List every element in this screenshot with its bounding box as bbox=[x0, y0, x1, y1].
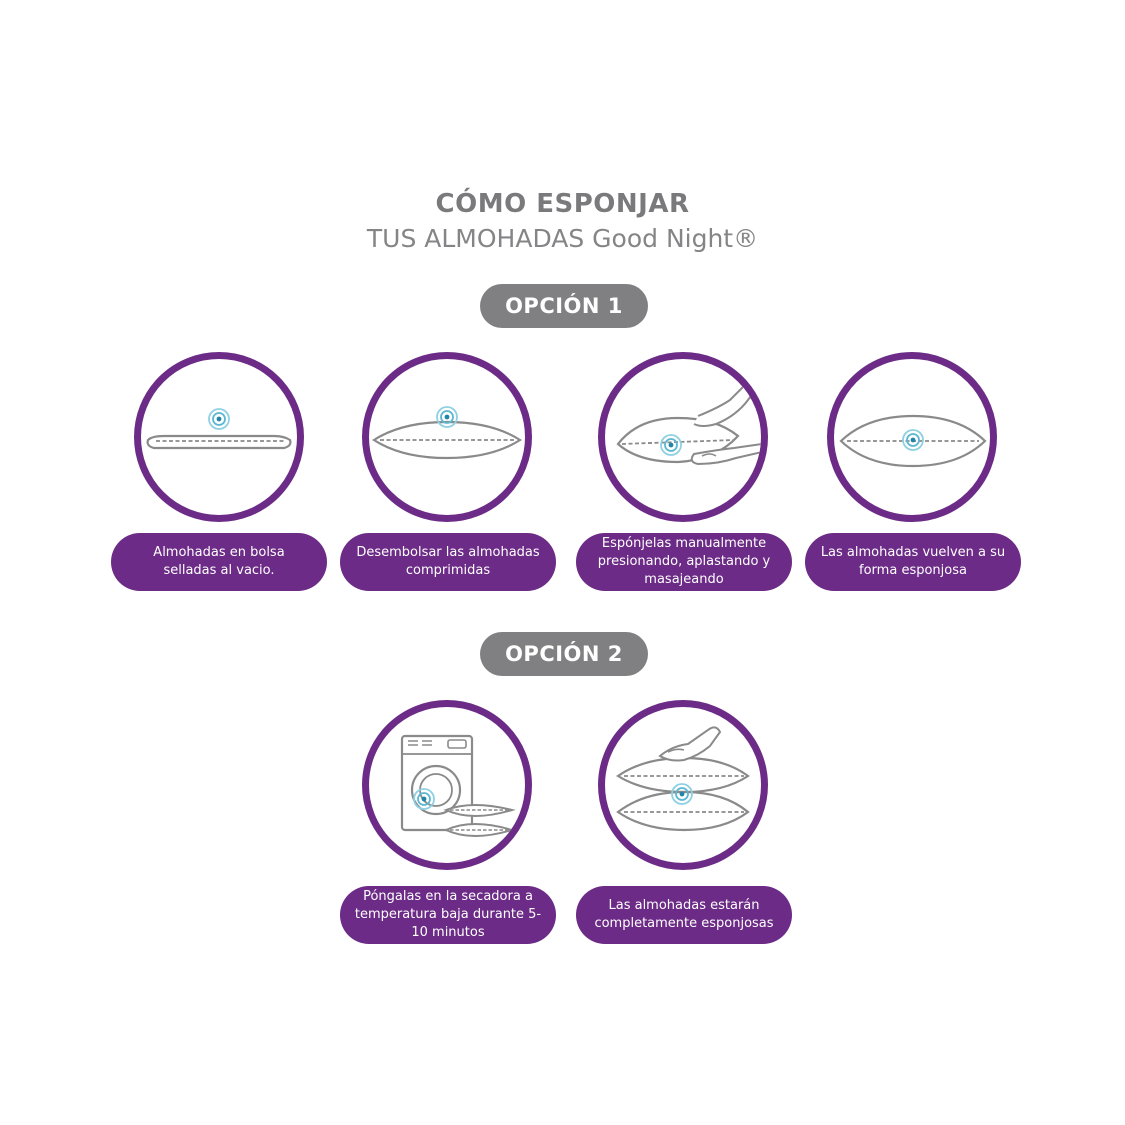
option-1-step-4-label: Las almohadas vuelven a su forma esponjo… bbox=[805, 533, 1021, 591]
step-text: Almohadas en bolsa selladas al vacio. bbox=[153, 545, 285, 578]
option-2-step-1-label: Póngalas en la secadora a temperatura ba… bbox=[340, 886, 556, 944]
option-2-badge: OPCIÓN 2 bbox=[480, 632, 648, 676]
option-1-step-3-label: Espónjelas manualmente presionando, apla… bbox=[576, 533, 792, 591]
hands-fluffing-pillow-icon bbox=[616, 379, 761, 466]
option-1-step-1-label: Almohadas en bolsa selladas al vacio. bbox=[111, 533, 327, 591]
step-text: Espónjelas manualmente presionando, apla… bbox=[597, 536, 771, 587]
option-1-step-1-circle bbox=[134, 352, 304, 522]
vacuum-sealed-pillow-icon bbox=[146, 408, 292, 450]
step-text: Póngalas en la secadora a temperatura ba… bbox=[354, 889, 542, 940]
option-1-step-2-label: Desembolsar las almohadas comprimidas bbox=[340, 533, 556, 591]
page-subtitle: TUS ALMOHADAS Good Night® bbox=[366, 224, 759, 253]
step-text: Desembolsar las almohadas comprimidas bbox=[356, 545, 540, 578]
step-text: Las almohadas estarán completamente espo… bbox=[594, 898, 774, 931]
option-2-step-2-label: Las almohadas estarán completamente espo… bbox=[576, 886, 792, 944]
option-1-step-3-circle bbox=[598, 352, 768, 522]
option-1-step-4-circle bbox=[827, 352, 997, 522]
page-title: CÓMO ESPONJAR bbox=[435, 189, 690, 219]
fluffy-pillow-icon bbox=[839, 414, 987, 468]
option-1-step-2-circle bbox=[362, 352, 532, 522]
option-2-step-2-circle bbox=[598, 700, 768, 870]
option-2-step-1-circle bbox=[362, 700, 532, 870]
unbagged-pillow-icon bbox=[371, 406, 523, 460]
dryer-with-pillows-icon bbox=[400, 734, 516, 837]
stacked-fluffy-pillows-icon bbox=[615, 726, 750, 832]
option-1-badge: OPCIÓN 1 bbox=[480, 284, 648, 328]
step-text: Las almohadas vuelven a su forma esponjo… bbox=[820, 545, 1006, 578]
